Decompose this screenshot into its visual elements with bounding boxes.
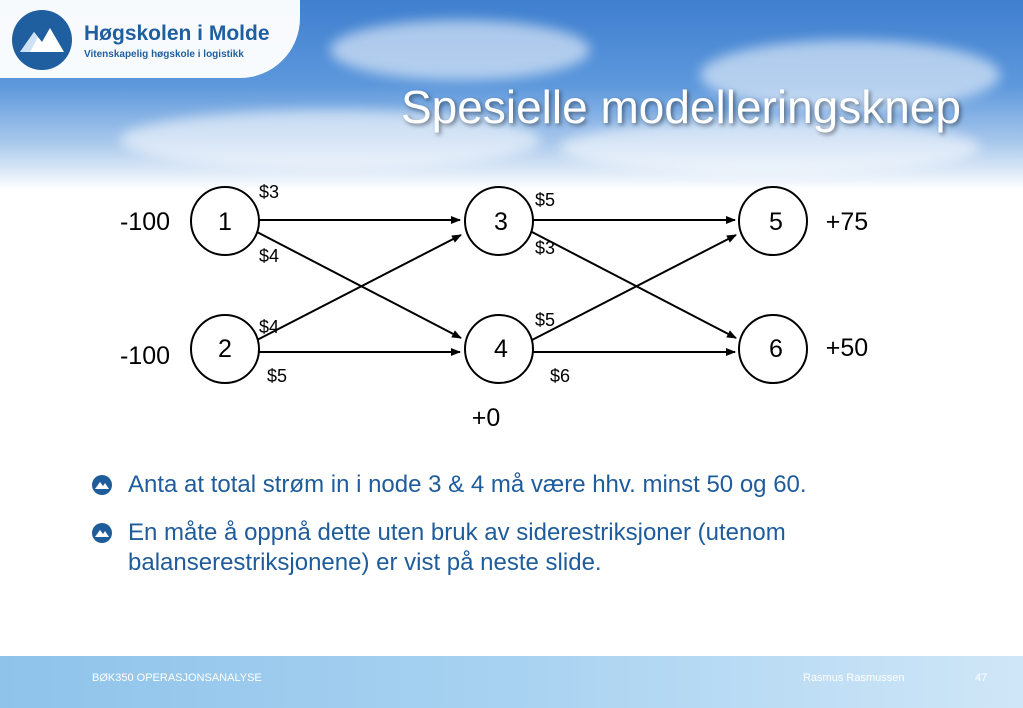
cost-label-arc-2-4: $5 [267, 366, 287, 386]
cloud-decoration [330, 20, 590, 80]
footer-course: BØK350 OPERASJONSANALYSE [92, 672, 262, 684]
node-6: 6 [738, 314, 808, 384]
arc-1-4 [256, 231, 462, 339]
cloud-decoration [700, 40, 1000, 110]
cost-label-arc-4-6: $6 [550, 366, 570, 386]
cost-label-arc-1-3: $3 [259, 182, 279, 202]
mountain-logo-icon [12, 10, 72, 70]
footer-author: Rasmus Rasmussen [803, 672, 905, 684]
cost-label-arc-2-3: $4 [259, 317, 279, 337]
cost-label-arc-3-6: $3 [535, 238, 555, 258]
bullet-item: Anta at total strøm in i node 3 & 4 må v… [92, 470, 932, 500]
cloud-decoration [560, 120, 980, 175]
node-4-label: 4 [494, 335, 508, 363]
node-1-label: 1 [218, 208, 232, 236]
page-title: Spesielle modelleringsknep [401, 81, 961, 133]
demand-label-node-5: +75 [826, 208, 868, 236]
header-sky-background [0, 0, 1023, 190]
supply-label-node-2: -100 [120, 342, 170, 370]
demand-label-node-6: +50 [826, 334, 868, 362]
node-5-label: 5 [769, 208, 783, 236]
supply-label-node-4: +0 [472, 404, 501, 432]
bullet-text: En måte å oppnå dette uten bruk av sider… [128, 519, 786, 576]
cloud-decoration [120, 110, 540, 170]
node-2: 2 [190, 314, 260, 384]
bullet-text: Anta at total strøm in i node 3 & 4 må v… [128, 471, 807, 498]
logo-subtitle: Vitenskapelig høgskole i logistikk [84, 49, 244, 60]
institution-logo: Høgskolen i Molde Vitenskapelig høgskole… [0, 0, 300, 78]
bullet-list: Anta at total strøm in i node 3 & 4 må v… [92, 470, 932, 596]
mountain-bullet-icon [92, 523, 112, 543]
arc-2-3 [256, 234, 462, 341]
node-4: 4 [464, 314, 534, 384]
cost-label-arc-4-5: $5 [535, 310, 555, 330]
node-3: 3 [464, 186, 534, 256]
bullet-item: En måte å oppnå dette uten bruk av sider… [92, 518, 932, 578]
node-2-label: 2 [218, 335, 232, 363]
mountain-bullet-icon [92, 475, 112, 495]
cost-label-arc-1-4: $4 [259, 246, 279, 266]
node-6-label: 6 [769, 335, 783, 363]
arc-3-6 [531, 231, 737, 339]
footer-bar [0, 656, 1023, 708]
node-1: 1 [190, 186, 260, 256]
arc-4-5 [531, 234, 737, 341]
supply-label-node-1: -100 [120, 208, 170, 236]
page-number: 47 [975, 672, 988, 684]
logo-name: Høgskolen i Molde [84, 22, 270, 45]
cost-label-arc-3-5: $5 [535, 190, 555, 210]
node-5: 5 [738, 186, 808, 256]
node-3-label: 3 [494, 208, 508, 236]
